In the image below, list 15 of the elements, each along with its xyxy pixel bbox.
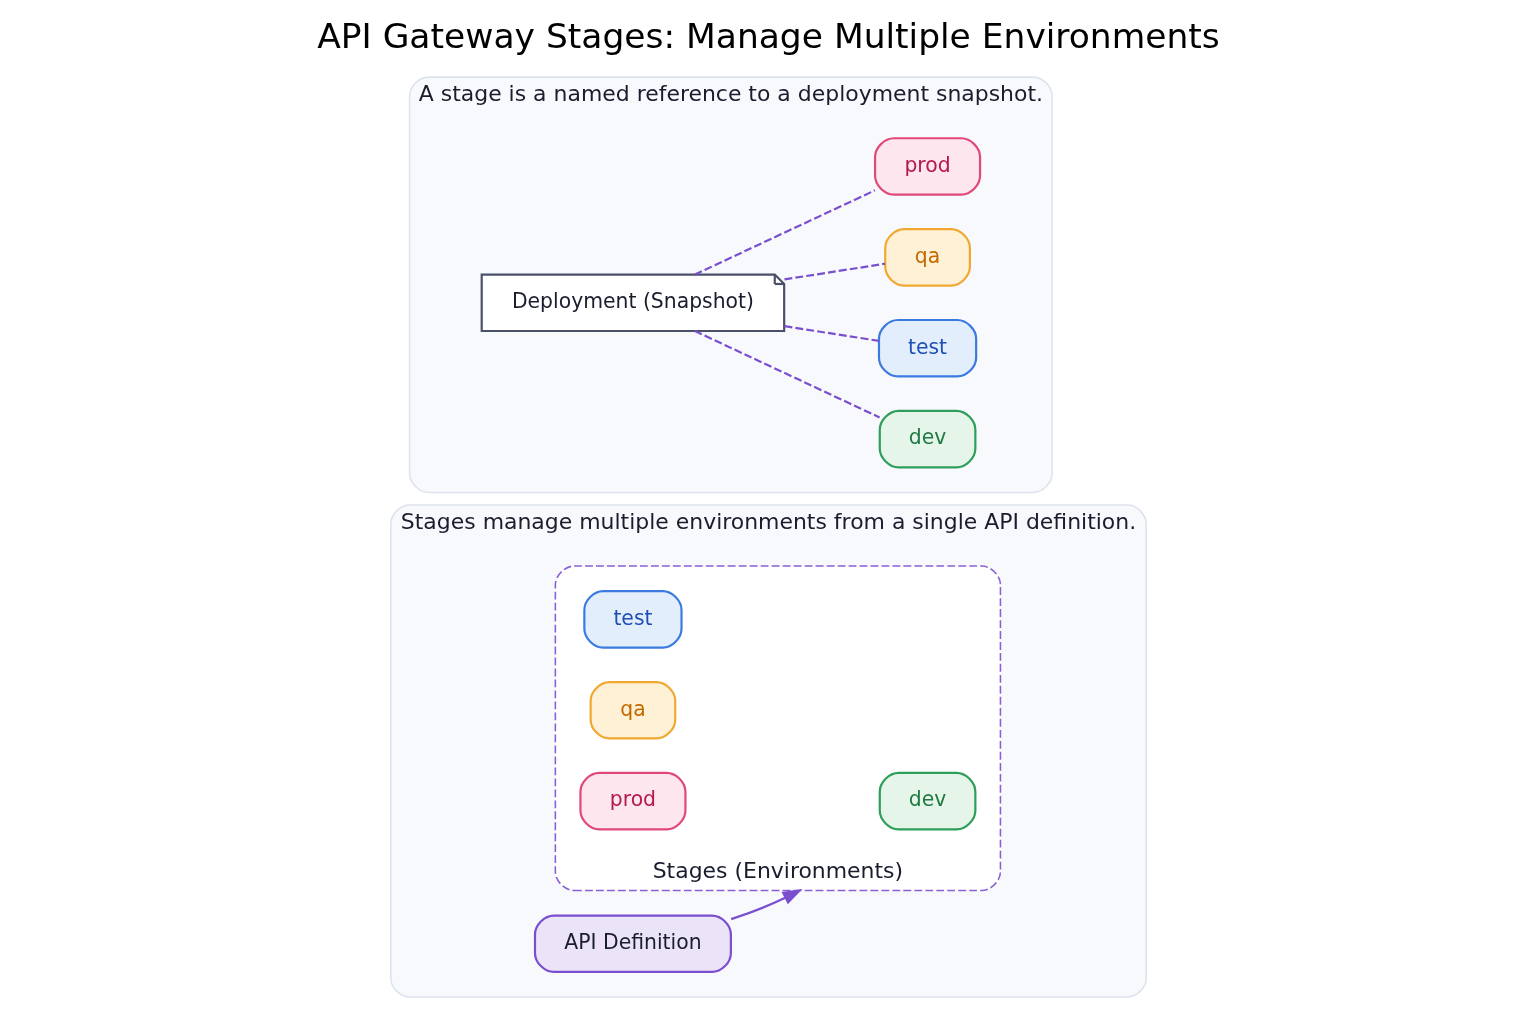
node-box: dev <box>878 771 976 831</box>
node-box: prod <box>873 137 981 196</box>
diagram-title: API Gateway Stages: Manage Multiple Environments <box>316 16 1220 57</box>
arrow <box>730 888 802 921</box>
connector <box>783 325 879 342</box>
node-box: test <box>877 318 977 378</box>
node-box: test <box>582 590 683 649</box>
connector <box>783 262 885 281</box>
node-box: dev <box>878 409 976 469</box>
connector <box>693 189 875 276</box>
node-box: prod <box>578 771 687 831</box>
node-box: qa <box>883 228 971 287</box>
node-box: API Definition <box>533 914 732 974</box>
node-box: qa <box>589 680 676 740</box>
connector <box>693 330 880 419</box>
